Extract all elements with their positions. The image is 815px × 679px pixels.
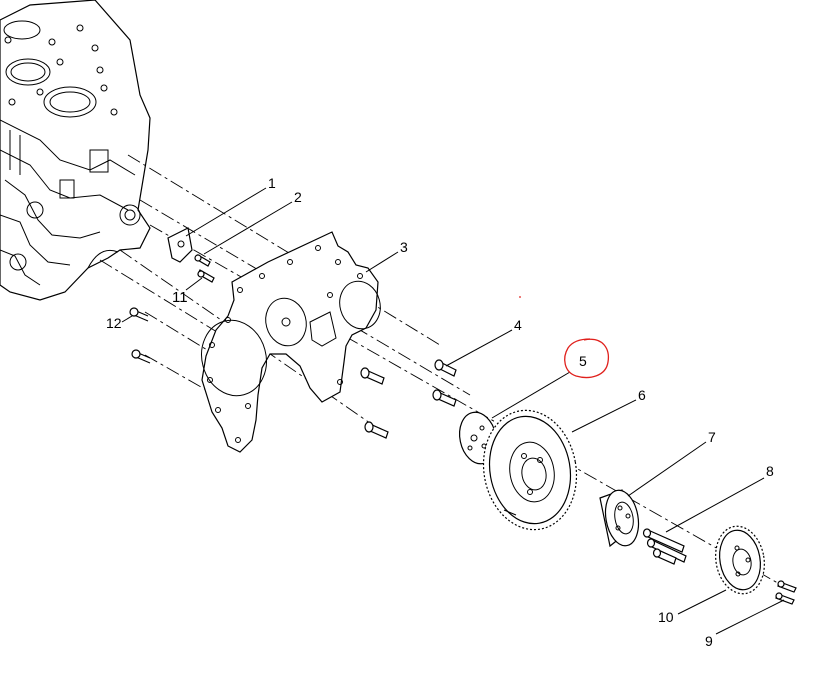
bolt-part-4b <box>432 389 457 407</box>
bracket-part-1 <box>167 227 193 263</box>
callout-3: 3 <box>400 239 408 255</box>
bolts-part-8 <box>642 528 687 565</box>
hub-part-7 <box>599 489 640 548</box>
callout-7: 7 <box>708 429 716 445</box>
bolt-mid-b <box>364 421 389 439</box>
bolt-part-11 <box>197 269 215 283</box>
red-marker-dot <box>519 296 521 298</box>
bolts-part-9 <box>775 580 797 605</box>
idler-gear-part-6 <box>482 409 578 531</box>
bolt-part-2 <box>194 254 211 267</box>
callout-4: 4 <box>514 317 522 333</box>
small-gear-part-10 <box>715 525 765 595</box>
leader-lines <box>121 187 785 635</box>
bolt-part-12a <box>129 307 149 322</box>
callout-11: 11 <box>172 289 188 306</box>
bolt-part-4a <box>434 359 457 377</box>
callout-6: 6 <box>638 387 646 403</box>
engine-block <box>0 0 151 301</box>
bolt-part-12b <box>131 349 151 364</box>
callout-1: 1 <box>268 175 276 191</box>
callout-2: 2 <box>294 189 302 205</box>
highlight-circle-callout-5 <box>564 338 610 379</box>
callout-8: 8 <box>766 463 774 479</box>
callout-10: 10 <box>658 609 674 625</box>
callouts: 1 2 3 4 5 6 7 8 9 10 11 12 <box>106 175 774 649</box>
callout-5: 5 <box>579 353 587 369</box>
bolts <box>129 307 457 439</box>
assembly-centerlines <box>99 154 791 591</box>
bolt-mid-a <box>360 367 385 385</box>
callout-9: 9 <box>705 633 713 649</box>
timing-plate-part-3 <box>201 231 381 453</box>
callout-12: 12 <box>106 315 122 331</box>
